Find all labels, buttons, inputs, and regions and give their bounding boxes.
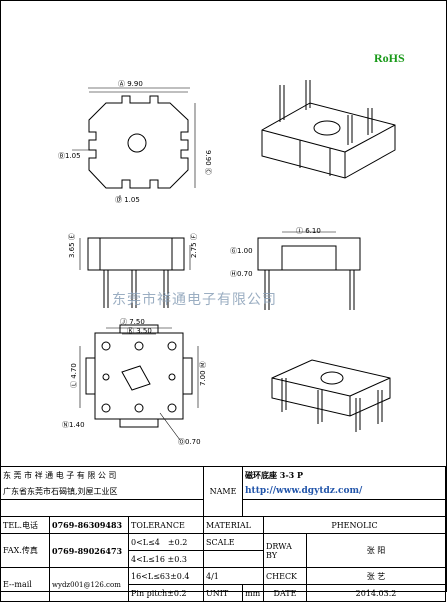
dim-h: Ⓗ0.70 — [230, 270, 253, 278]
part-name: 磁环底座 3-3 P — [242, 466, 446, 483]
dim-a: Ⓐ 9.90 — [118, 80, 143, 88]
fax-value: 0769-89026473 — [49, 533, 129, 568]
email-label: E--mail — [0, 567, 50, 602]
tolerance-row-1: 0<L≤4 ±0.2 — [128, 533, 204, 551]
drawn-label: DRWA BY — [263, 533, 307, 568]
tolerance-row-2: 4<L≤16 ±0.3 — [128, 550, 204, 568]
website-link[interactable]: http://www.dgytdz.com/ — [242, 483, 446, 500]
tel-value: 0769-86309483 — [49, 516, 129, 534]
watermark: 东莞市祥通电子有限公司 — [112, 292, 277, 308]
date-value: 2014.03.2 — [306, 584, 446, 602]
date-label: DATE — [263, 584, 307, 602]
tolerance-row-3: 16<L≤63±0.4 — [128, 567, 204, 585]
rohs-badge: RoHS — [374, 51, 405, 65]
scale-value: 4/1 — [203, 567, 264, 585]
dim-f: 2.75 Ⓕ — [190, 233, 198, 258]
check-label: CHECK — [263, 567, 307, 585]
dim-d: Ⓓ 1.05 — [115, 196, 140, 204]
dim-k: Ⓚ 3.50 — [127, 327, 152, 335]
name-label: NAME — [203, 466, 243, 517]
email-value[interactable]: wydz001@126.com — [49, 567, 129, 602]
tolerance-row-4: Pin pitch±0.2 — [128, 584, 204, 602]
unit-label: UNIT — [203, 584, 243, 602]
tolerance-label: TOLERANCE — [128, 516, 204, 534]
dim-i: Ⓘ 6.10 — [296, 227, 321, 235]
material-label: MATERIAL — [203, 516, 264, 534]
checked-by: 张 艺 — [306, 567, 446, 585]
front-view — [79, 237, 191, 308]
drawing-views: Ⓐ 9.90 9.90 Ⓒ Ⓑ1.05 Ⓓ 1.05 3.65 Ⓔ 2.75 Ⓕ… — [58, 80, 396, 446]
fax-label: FAX.传真 — [0, 533, 50, 568]
company-address: 广东省东莞市石碣镇,刘屋工业区 — [0, 483, 204, 500]
title-block: 东 莞 市 祥 通 电 子 有 限 公 司 NAME 磁环底座 3-3 P 广东… — [0, 466, 446, 602]
dim-l: Ⓛ 4.70 — [70, 363, 78, 388]
material-value: PHENOLIC — [263, 516, 446, 534]
side-view — [257, 231, 361, 310]
scale-label: SCALE — [203, 533, 264, 551]
dim-b: Ⓑ1.05 — [58, 152, 81, 160]
dim-c: 9.90 Ⓒ — [204, 150, 212, 175]
drawn-by: 张 阳 — [306, 533, 446, 568]
iso-view-top — [261, 80, 396, 179]
bottom-view — [79, 324, 199, 441]
company-name: 东 莞 市 祥 通 电 子 有 限 公 司 — [0, 466, 204, 483]
iso-view-bottom — [271, 359, 391, 432]
dim-m: 7.00 Ⓜ — [199, 361, 207, 386]
dim-n: Ⓝ1.40 — [62, 421, 85, 429]
unit-value: mm — [242, 584, 264, 602]
dim-j: Ⓙ 7.50 — [120, 318, 145, 326]
tel-label: TEL.电话 — [0, 516, 50, 534]
dim-e: 3.65 Ⓔ — [68, 233, 76, 258]
top-view — [72, 87, 196, 200]
dim-o: Ⓞ0.70 — [178, 438, 201, 446]
dim-g: Ⓖ1.00 — [230, 247, 253, 255]
